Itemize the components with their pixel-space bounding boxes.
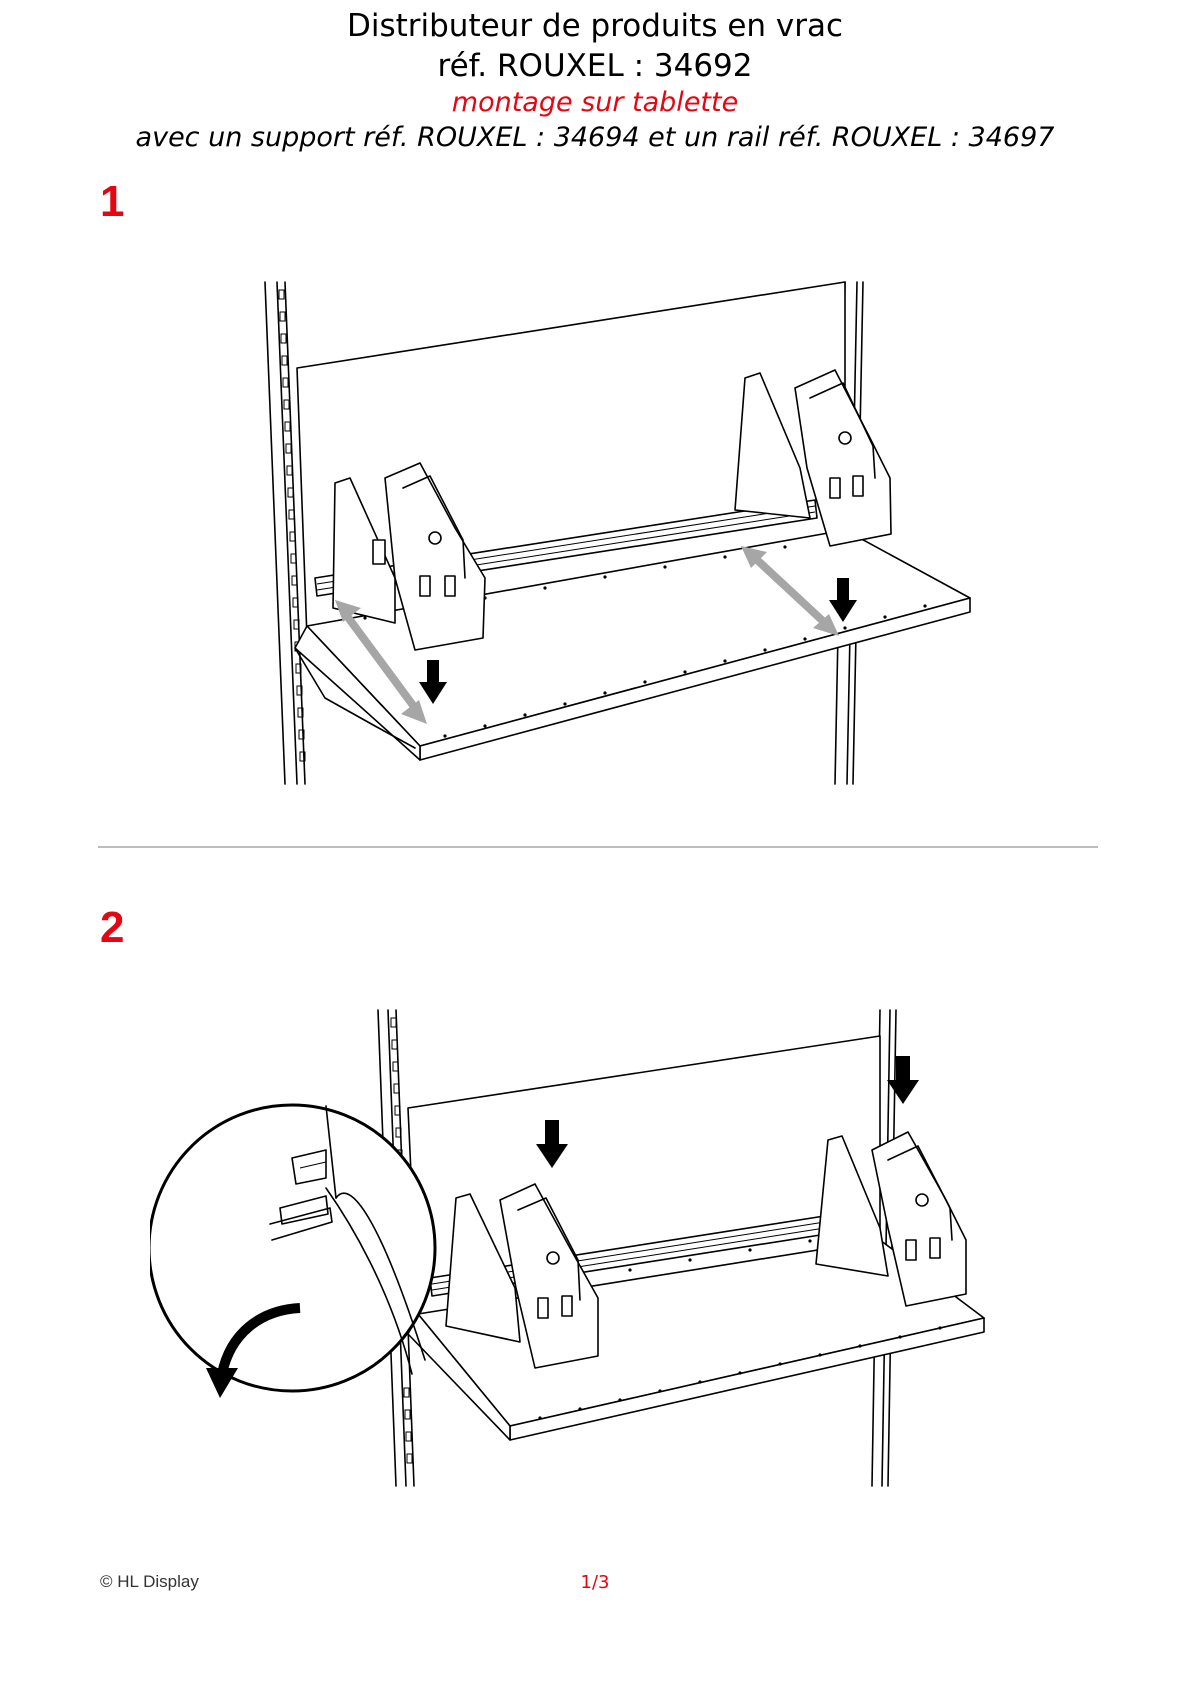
- right-support: [734, 369, 892, 547]
- down-arrow-icon: [419, 660, 447, 704]
- document-title: Distributeur de produits en vrac: [346, 8, 844, 44]
- grey-slide-arrow-right: [741, 546, 839, 636]
- down-arrow-icon: [829, 578, 857, 622]
- right-support: [815, 1131, 967, 1307]
- shelf-bracket: [294, 647, 416, 749]
- left-upright: [264, 281, 306, 785]
- step-1-number: 1: [100, 177, 125, 226]
- left-support: [332, 462, 486, 651]
- step-1-illustration: [264, 281, 971, 785]
- down-arrow-icon: [536, 1120, 568, 1168]
- left-support: [445, 1183, 599, 1369]
- shelf: [294, 529, 971, 761]
- shelf: [407, 1239, 985, 1441]
- document-header: Distributeur de produits en vrac réf. RO…: [0, 6, 1190, 156]
- accessory-references: avec un support réf. ROUXEL : 34694 et u…: [135, 122, 1055, 153]
- section-divider: [98, 846, 1098, 848]
- mounting-type: montage sur tablette: [451, 87, 739, 118]
- page-number: 1/3: [580, 1572, 610, 1593]
- down-arrow-icon: [887, 1056, 919, 1104]
- product-reference: réf. ROUXEL : 34692: [437, 48, 753, 84]
- curved-arrow-icon: [206, 1303, 301, 1398]
- step-2-illustration: [150, 1009, 985, 1487]
- step-2-number: 2: [100, 903, 125, 952]
- detail-zoom-circle: [150, 1103, 437, 1393]
- grey-slide-arrow-left: [335, 600, 427, 724]
- copyright-text: © HL Display: [100, 1572, 199, 1591]
